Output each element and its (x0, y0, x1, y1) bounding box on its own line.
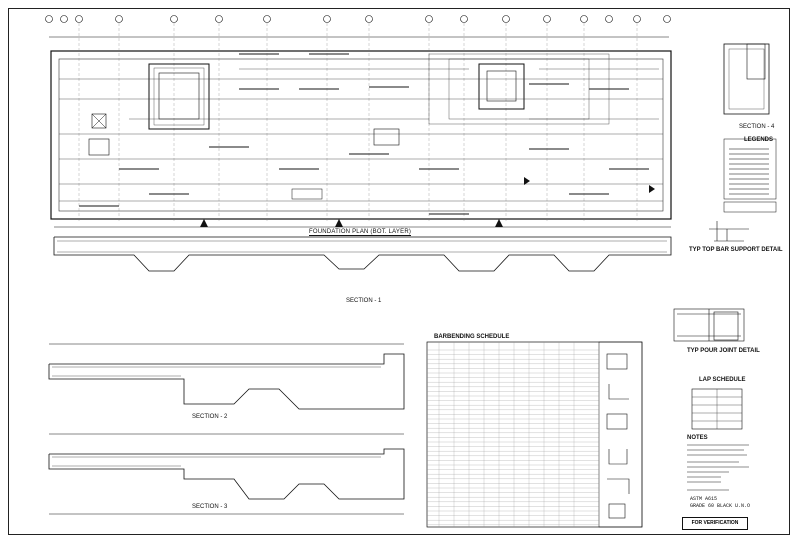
notes-title: NOTES (687, 435, 708, 441)
legend-note-box (723, 201, 777, 213)
lap-schedule-title: LAP SCHEDULE (699, 377, 746, 383)
section-4-detail (723, 43, 770, 115)
pit-right-inner (486, 70, 517, 102)
top-bar-support-detail (709, 221, 749, 242)
plan-callout-text (79, 53, 649, 215)
pour-joint-title: TYP POUR JOINT DETAIL (687, 348, 760, 354)
pit-small (91, 113, 107, 129)
section-3 (48, 448, 405, 500)
drawing-sheet: FOUNDATION PLAN (BOT. LAYER) SECTION - 4… (8, 8, 790, 535)
structural-drawing (45, 15, 777, 528)
barbending-schedule-rows (427, 349, 599, 525)
legend-lines (729, 148, 769, 195)
grade-line-1: ASTM A615 (690, 496, 718, 502)
bar-shape-sketches (606, 353, 630, 519)
section-1-title: SECTION - 1 (346, 298, 382, 304)
plan-rebar-lines (59, 68, 663, 202)
notes-lines (687, 444, 749, 491)
barbending-schedule-table (426, 341, 643, 528)
section-1 (53, 236, 672, 272)
plan-callout-box (291, 188, 323, 200)
section-2 (48, 353, 405, 410)
foundation-plan-outline (50, 50, 672, 220)
pit-rebar-rings (153, 53, 610, 126)
section-4-title: SECTION - 4 (739, 124, 775, 130)
legends-title: LEGENDS (744, 137, 774, 143)
legends-box (723, 138, 777, 200)
section-3-title: SECTION - 3 (192, 504, 228, 510)
plan-inner-box (373, 128, 400, 146)
barbending-schedule-title: BARBENDING SCHEDULE (434, 334, 510, 340)
foundation-plan-title: FOUNDATION PLAN (BOT. LAYER) (309, 229, 412, 236)
barbending-schedule-columns (438, 342, 575, 527)
foundation-plan-inner (58, 58, 664, 212)
pour-joint-detail (673, 308, 745, 342)
grid-bubbles-top (45, 15, 671, 23)
section-2-title: SECTION - 2 (192, 414, 228, 420)
pit-right (478, 63, 525, 110)
pit-left (148, 63, 210, 130)
lap-schedule-table (691, 388, 743, 430)
top-bar-support-title: TYP TOP BAR SUPPORT DETAIL (689, 247, 783, 253)
section-markers (200, 177, 655, 227)
pit-left-inner (158, 72, 200, 120)
for-verification-stamp: FOR VERIFICATION (682, 517, 748, 530)
grid-lines-vertical (78, 23, 638, 221)
grade-line-2: GRADE 60 BLACK U.N.O (690, 503, 751, 509)
pit-small-2 (88, 138, 110, 156)
